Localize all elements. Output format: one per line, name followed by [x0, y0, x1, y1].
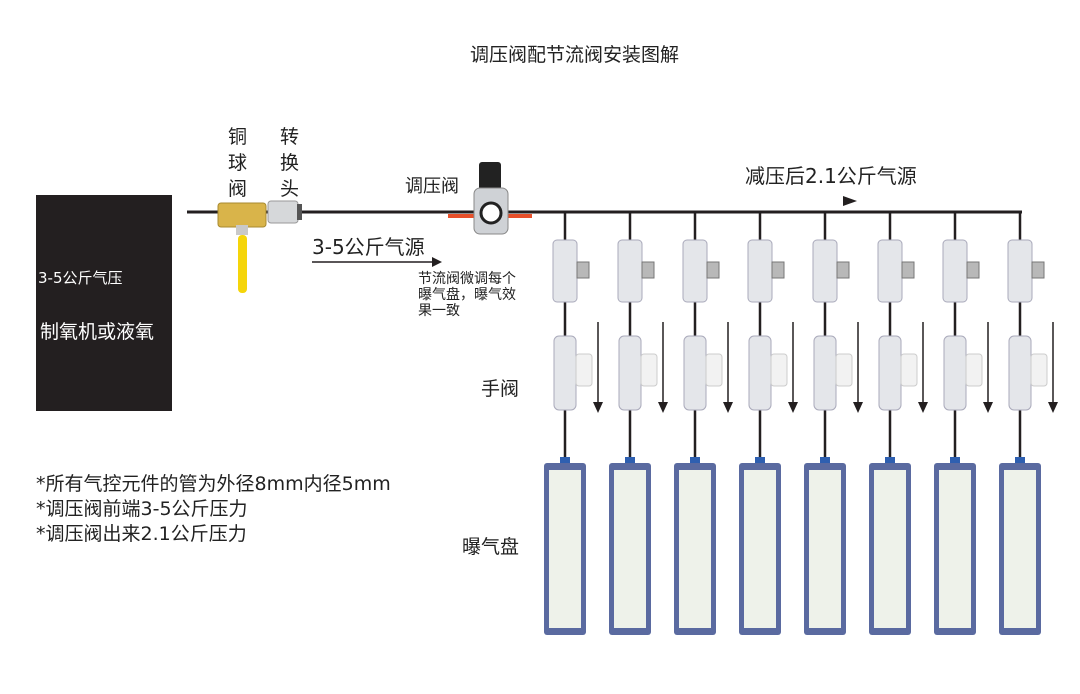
ball-valve-icon — [217, 202, 267, 293]
throttle-valve-icon — [942, 239, 968, 303]
throttle-note-line: 节流阀微调每个 — [418, 271, 516, 287]
flow-arrow — [843, 196, 857, 206]
adapter-icon — [267, 200, 302, 224]
hand-valve-icon — [878, 335, 902, 411]
throttle-valve-icon — [617, 239, 643, 303]
hand-valve-icon — [1008, 335, 1032, 411]
throttle-valve-icon — [682, 239, 708, 303]
hand-valve-icon — [683, 335, 707, 411]
hand-valve-label: 手阀 — [481, 378, 520, 400]
after-reduce-label: 减压后2.1公斤气源 — [745, 164, 917, 188]
hand-valve-icon — [943, 335, 967, 411]
ball-valve-label: 铜球阀 — [228, 126, 248, 200]
throttle-valve-icon — [812, 239, 838, 303]
diffuser-label: 曝气盘 — [462, 536, 520, 558]
throttle-valve-icon — [877, 239, 903, 303]
oxygen-source-box: 3-5公斤气压 制氧机或液氧 — [36, 195, 172, 411]
hand-valve-icon — [553, 335, 577, 411]
inlet-source-label: 3-5公斤气源 — [312, 235, 425, 259]
hand-valve-icon — [618, 335, 642, 411]
throttle-note: 节流阀微调每个 曝气盘，曝气效 果一致 — [418, 271, 516, 319]
adapter-label: 转换头 — [280, 126, 300, 200]
hand-valve-icon — [748, 335, 772, 411]
throttle-note-line: 果一致 — [418, 303, 460, 319]
note: *调压阀前端3-5公斤压力 — [36, 498, 248, 520]
diagram-title: 调压阀配节流阀安装图解 — [470, 44, 680, 66]
notes: *所有气控元件的管为外径8mm内径5mm *调压阀前端3-5公斤压力 *调压阀出… — [36, 472, 391, 547]
throttle-note-line: 曝气盘，曝气效 — [418, 287, 516, 303]
note: *调压阀出来2.1公斤压力 — [36, 523, 247, 545]
throttle-valve-icon — [747, 239, 773, 303]
hand-valve-icon — [813, 335, 837, 411]
source-label: 制氧机或液氧 — [40, 321, 155, 343]
source-pressure-label: 3-5公斤气压 — [38, 269, 123, 287]
regulator-icon — [448, 162, 532, 235]
throttle-valve-icon — [1007, 239, 1033, 303]
throttle-valve-icon — [552, 239, 578, 303]
regulator-label: 调压阀 — [405, 176, 459, 197]
note: *所有气控元件的管为外径8mm内径5mm — [36, 473, 391, 495]
